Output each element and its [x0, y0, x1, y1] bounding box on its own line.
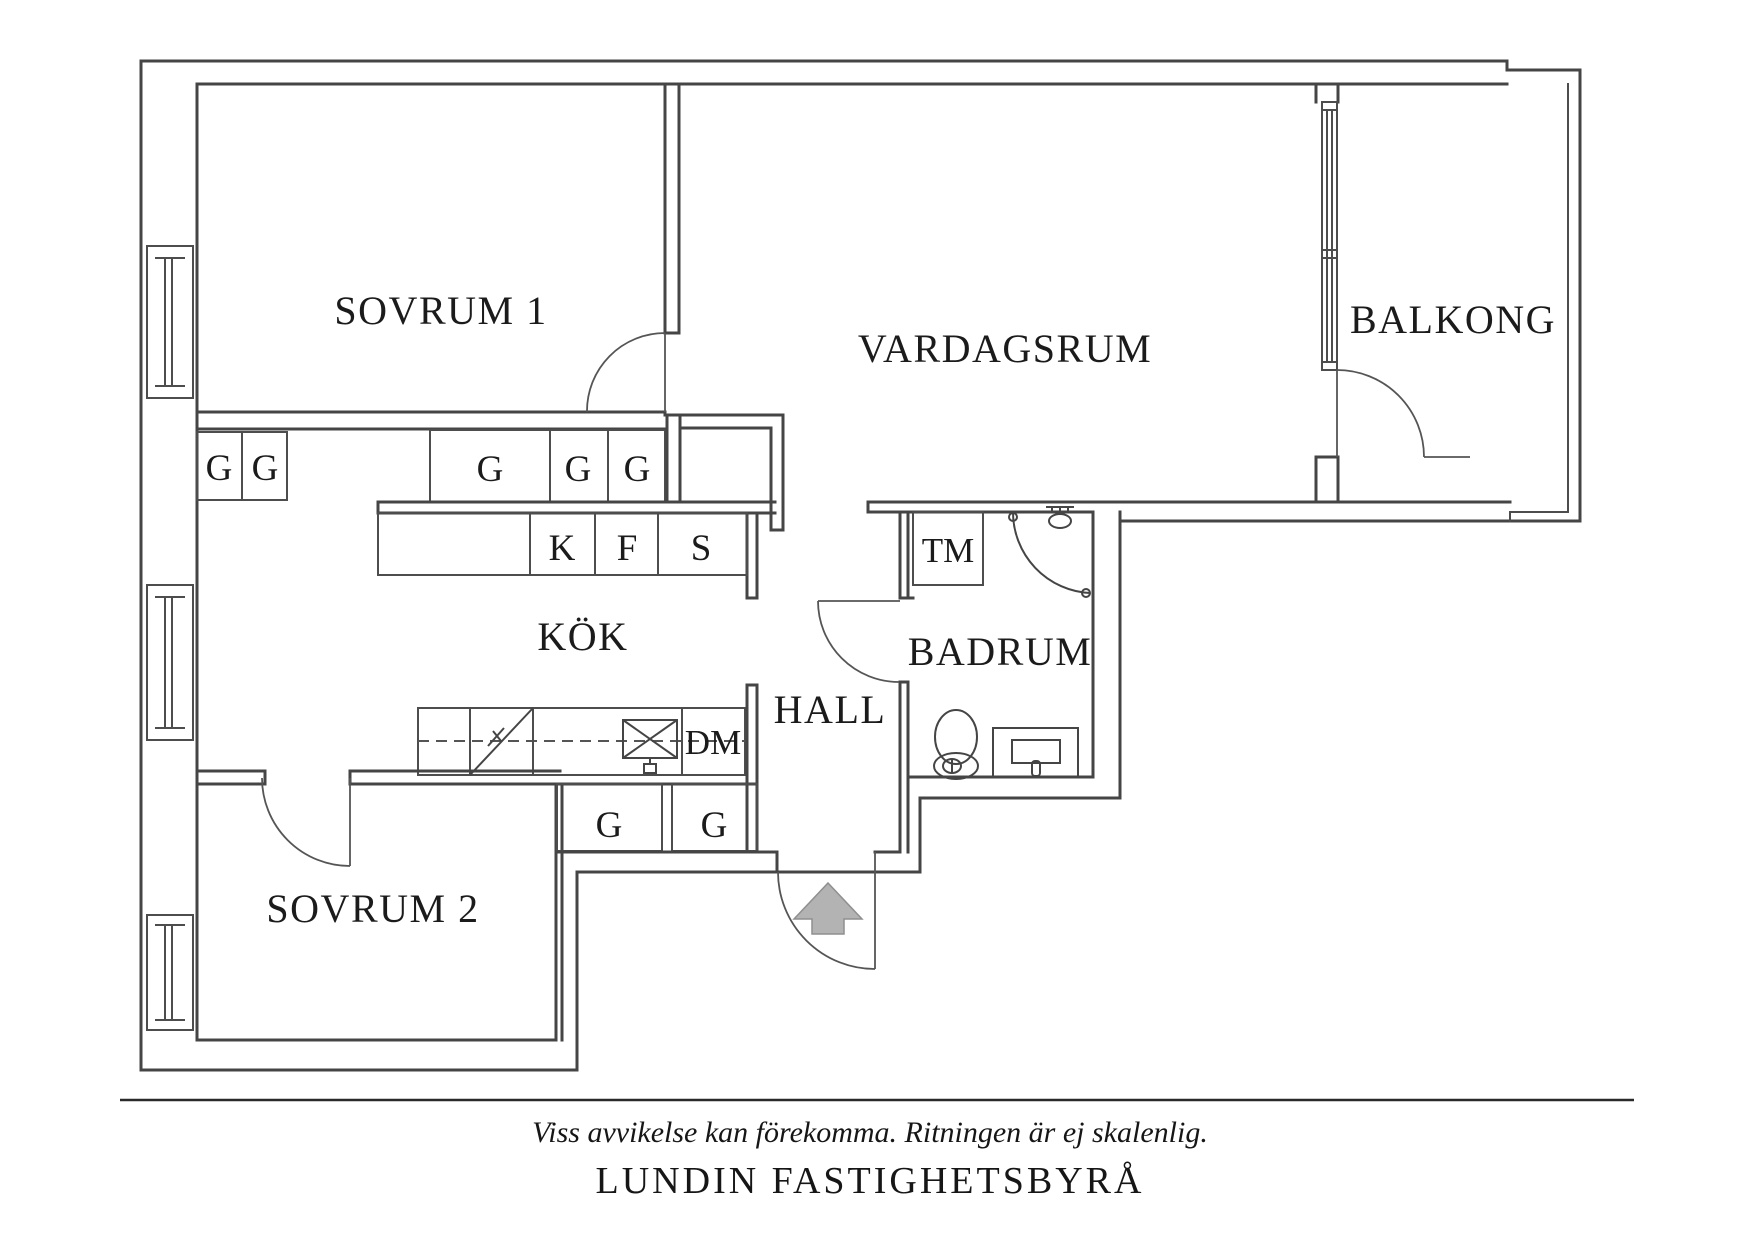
kitchen-counter: DM: [417, 707, 746, 776]
room-label-badrum: BADRUM: [908, 629, 1093, 674]
window-sovrum2: [146, 914, 194, 1031]
washing-machine: TM: [912, 511, 984, 586]
dishwasher-label: DM: [685, 723, 741, 762]
footer-brand: LUNDIN FASTIGHETSBYRÅ: [596, 1160, 1145, 1202]
door-badrum: [817, 600, 900, 683]
washing-machine-label: TM: [922, 531, 975, 570]
room-label-sovrum2: SOVRUM 2: [266, 886, 479, 931]
wardrobe-label: G: [477, 449, 504, 490]
door-sovrum1: [586, 332, 666, 413]
room-label-hall: HALL: [774, 687, 887, 732]
kitchen-upper-cabinets: G G G: [429, 429, 666, 503]
door-sovrum2: [261, 777, 351, 867]
entrance-arrow-icon: [792, 881, 864, 935]
kitchen-sink-icon: [469, 707, 534, 776]
shower-curtain-icon: [1008, 511, 1091, 598]
footer-disclaimer: Viss avvikelse kan förekomma. Ritningen …: [532, 1116, 1208, 1149]
vardagsrum-balcony-wall: [1314, 82, 1340, 504]
window-sovrum1: [146, 245, 194, 399]
pantry-label: S: [691, 528, 712, 569]
wardrobe-label: G: [252, 448, 279, 489]
toilet-icon: [933, 709, 979, 780]
sovrum2-walls: [195, 769, 759, 1042]
window-kok: [146, 584, 194, 741]
wardrobe-label: G: [565, 449, 592, 490]
freezer-label: F: [617, 528, 638, 569]
room-label-kok: KÖK: [537, 614, 628, 659]
wardrobe-label: G: [596, 805, 623, 846]
door-entrance: [777, 852, 876, 970]
wardrobe-label: G: [701, 805, 728, 846]
wardrobe-label: G: [206, 448, 233, 489]
bathroom-sink-icon: [992, 727, 1079, 778]
exterior-walls: [139, 59, 1582, 1072]
room-label-balkong: BALKONG: [1350, 297, 1556, 342]
entry-walls: [555, 850, 902, 874]
closet-sovrum1: G G: [196, 431, 288, 501]
shower-head-icon: [1046, 506, 1074, 529]
room-label-vardagsrum: VARDAGSRUM: [858, 326, 1152, 371]
room-label-sovrum1: SOVRUM 1: [334, 288, 547, 333]
fridge-label: K: [549, 528, 576, 569]
stove-icon: [622, 719, 678, 774]
door-balkong: [1336, 369, 1470, 458]
wardrobe-label: G: [624, 449, 651, 490]
kitchen-tall-units: K F S: [377, 512, 748, 576]
